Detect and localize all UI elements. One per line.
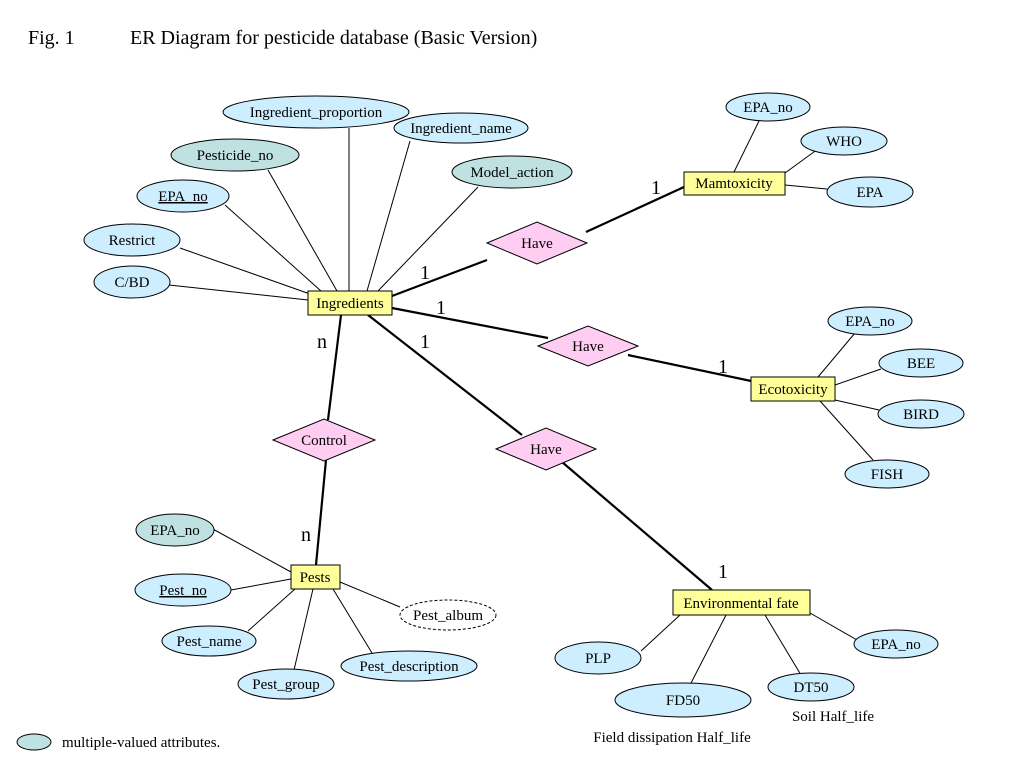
svg-text:Control: Control — [301, 433, 347, 449]
attribute-mamtox-epa-no: EPA_no — [725, 92, 811, 122]
cardinality-ingredients-ecotox: 1 — [436, 297, 446, 319]
attribute-pesticide-no: Pesticide_no — [170, 138, 300, 172]
entity-environmental-fate: Environmental fate — [672, 589, 811, 616]
svg-text:EPA: EPA — [857, 185, 884, 201]
attribute-pest-no: Pest_no — [134, 573, 232, 607]
legend: multiple-valued attributes. — [16, 733, 220, 751]
attribute-pest-name: Pest_name — [161, 625, 257, 657]
svg-text:Ecotoxicity: Ecotoxicity — [758, 382, 828, 398]
svg-text:FISH: FISH — [871, 467, 904, 483]
svg-text:Pests: Pests — [300, 570, 331, 586]
svg-text:EPA_no: EPA_no — [150, 523, 199, 539]
entities: Ingredients Mamtoxicity Ecotoxicity Envi… — [290, 171, 836, 616]
cardinality-mamtox: 1 — [651, 177, 661, 199]
svg-text:PLP: PLP — [585, 651, 611, 667]
attribute-fd50: FD50 — [614, 682, 752, 718]
relationship-connectors — [314, 186, 752, 591]
cardinality-ingredients-mamtox: 1 — [420, 262, 430, 284]
svg-text:Mamtoxicity: Mamtoxicity — [695, 176, 773, 192]
figure-title: ER Diagram for pesticide database (Basic… — [130, 27, 537, 49]
svg-text:Environmental fate: Environmental fate — [683, 596, 799, 612]
svg-text:Pest_no: Pest_no — [159, 583, 207, 599]
svg-text:Restrict: Restrict — [109, 233, 156, 249]
relationship-have-ecotoxicity: Have — [536, 325, 640, 367]
relationship-have-environmental-fate: Have — [494, 427, 598, 471]
attribute-envfate-epa-no: EPA_no — [853, 629, 939, 659]
svg-text:Ingredient_proportion: Ingredient_proportion — [250, 105, 383, 121]
svg-text:Pest_group: Pest_group — [252, 677, 320, 693]
attribute-pest-album: Pest_album — [399, 599, 497, 631]
svg-text:EPA_no: EPA_no — [845, 314, 894, 330]
svg-text:EPA_no: EPA_no — [743, 100, 792, 116]
figure-number: Fig. 1 — [28, 27, 75, 49]
legend-multivalued-swatch — [16, 733, 52, 751]
svg-text:BIRD: BIRD — [903, 407, 939, 423]
svg-text:EPA_no: EPA_no — [158, 189, 207, 205]
svg-text:Pesticide_no: Pesticide_no — [197, 148, 274, 164]
attribute-epa: EPA — [826, 176, 914, 208]
cardinality-labels: 1 1 1 1 1 1 n n — [301, 177, 728, 583]
attribute-dt50: DT50 — [767, 672, 855, 702]
svg-text:Have: Have — [572, 339, 604, 355]
svg-text:Model_action: Model_action — [470, 165, 554, 181]
attribute-restrict: Restrict — [83, 223, 181, 257]
cardinality-envfate: 1 — [718, 561, 728, 583]
attribute-bird: BIRD — [877, 399, 965, 429]
svg-text:EPA_no: EPA_no — [871, 637, 920, 653]
attribute-ingredient-proportion: Ingredient_proportion — [222, 95, 410, 129]
cardinality-ecotox: 1 — [718, 356, 728, 378]
cardinality-ingredients-pests: n — [317, 331, 327, 353]
relationship-have-mamtoxicity: Have — [485, 221, 589, 265]
entity-ecotoxicity: Ecotoxicity — [750, 376, 836, 402]
svg-text:Pest_album: Pest_album — [413, 608, 483, 624]
entity-ingredients: Ingredients — [307, 290, 393, 316]
svg-text:WHO: WHO — [826, 134, 862, 150]
svg-text:Pest_name: Pest_name — [177, 634, 242, 650]
attribute-ecotox-epa-no: EPA_no — [827, 306, 913, 336]
entity-mamtoxicity: Mamtoxicity — [683, 171, 786, 196]
svg-text:C/BD: C/BD — [114, 275, 149, 291]
svg-text:Have: Have — [530, 442, 562, 458]
attribute-pests-epa-no: EPA_no — [135, 513, 215, 547]
cardinality-ingredients-envfate: 1 — [420, 331, 430, 353]
attribute-pest-group: Pest_group — [237, 668, 335, 700]
svg-text:Ingredient_name: Ingredient_name — [410, 121, 512, 137]
attribute-ingredients-epa-no: EPA_no — [136, 179, 230, 213]
svg-text:Have: Have — [521, 236, 553, 252]
svg-text:Pest_description: Pest_description — [359, 659, 459, 675]
attribute-ingredient-name: Ingredient_name — [393, 112, 529, 144]
svg-text:Ingredients: Ingredients — [316, 296, 384, 312]
attributes: Ingredient_proportion Ingredient_name Pe… — [83, 92, 965, 718]
attribute-pest-description: Pest_description — [340, 650, 478, 682]
relationship-control: Control — [271, 418, 377, 462]
fd50-note: Field dissipation Half_life — [593, 730, 751, 746]
entity-pests: Pests — [290, 564, 341, 590]
attribute-who: WHO — [800, 126, 888, 156]
attribute-model-action: Model_action — [451, 155, 573, 189]
attribute-connectors — [168, 118, 882, 686]
attribute-plp: PLP — [554, 641, 642, 675]
svg-text:FD50: FD50 — [666, 693, 700, 709]
attribute-bee: BEE — [878, 348, 964, 378]
legend-label: multiple-valued attributes. — [62, 735, 220, 751]
svg-text:DT50: DT50 — [794, 680, 829, 696]
attribute-cbd: C/BD — [93, 265, 171, 299]
svg-text:BEE: BEE — [907, 356, 935, 372]
cardinality-pests: n — [301, 524, 311, 546]
relationships: Have Have Have Control — [271, 221, 640, 471]
attribute-fish: FISH — [844, 459, 930, 489]
dt50-note: Soil Half_life — [792, 709, 874, 725]
